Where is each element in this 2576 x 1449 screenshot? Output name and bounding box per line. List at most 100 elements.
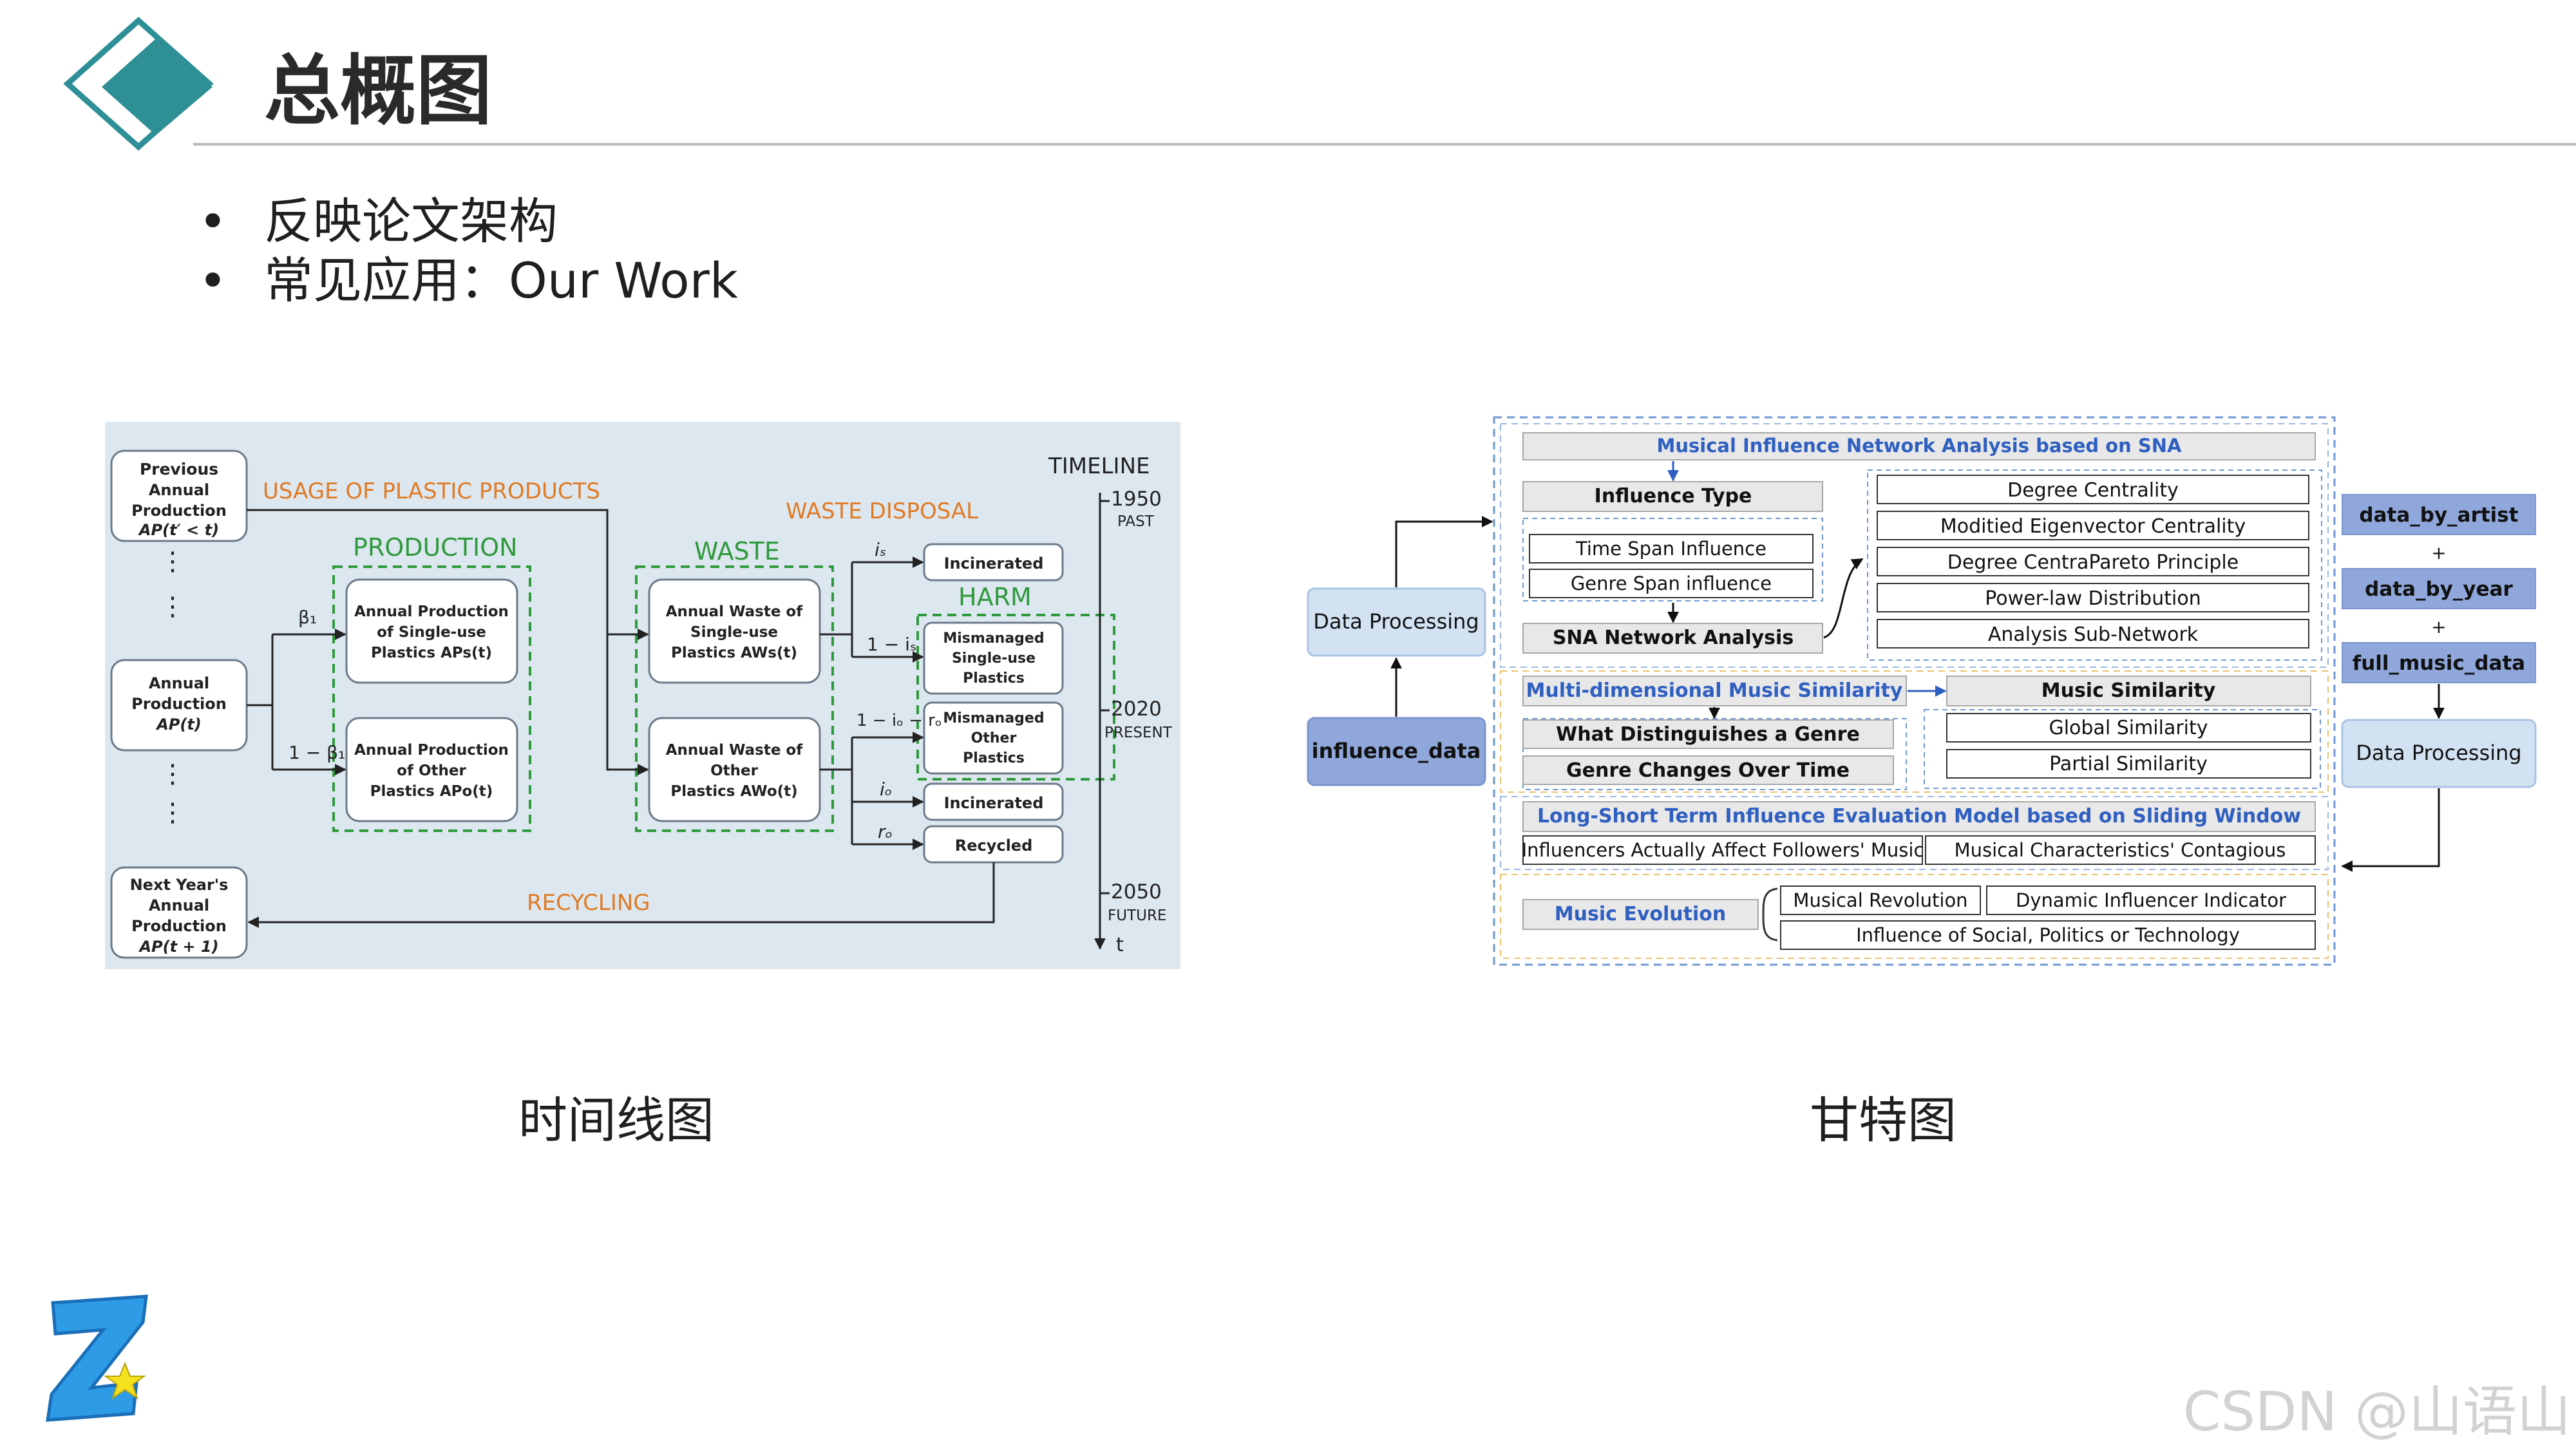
evolution-section-frame	[1500, 874, 2329, 959]
edge-label: β₁	[298, 607, 317, 628]
box-line: Annual Production	[354, 603, 509, 620]
edge-label: iₒ	[880, 779, 892, 800]
mismanaged-other-box: Mismanaged Other Plastics	[923, 701, 1064, 775]
box-line: Plastics APs(t)	[371, 645, 492, 661]
box-line: Production	[131, 917, 227, 935]
right-data-processing-box	[2341, 719, 2537, 788]
similarity-section-frame	[1500, 670, 2329, 793]
box-line: Plastics APo(t)	[370, 783, 493, 800]
similarity-header-box	[1522, 676, 1907, 706]
right-data-processing-label: Data Processing	[2356, 741, 2521, 765]
influence-type-box	[1522, 481, 1823, 512]
global-similarity-box	[1946, 713, 2311, 743]
sna-analysis-box	[1522, 623, 1823, 654]
box-line: Plastics AWo(t)	[670, 783, 797, 800]
edge-label: 1 − β₁	[289, 742, 345, 763]
time-span-box	[1529, 534, 1814, 564]
box-line: Next Year's	[130, 876, 229, 894]
centrality-item: Analysis Sub-Network	[1988, 623, 2199, 646]
contagious-box	[1925, 835, 2316, 865]
plus-sign: +	[2431, 616, 2446, 638]
dynamic-indicator-label: Dynamic Influencer Indicator	[2016, 889, 2286, 911]
box-line: Annual	[149, 896, 209, 914]
time-mark-year: 2020	[1111, 697, 1162, 721]
centrality-item: Degree CentraPareto Principle	[1947, 551, 2239, 574]
influence-subgroup-frame	[1522, 518, 1823, 601]
edge-label: 1 − iₛ	[867, 634, 916, 655]
sna-analysis-label: SNA Network Analysis	[1553, 627, 1794, 649]
other-production-box: Annual Production of Other Plastics APo(…	[345, 717, 518, 822]
timeline-caption: 时间线图	[518, 1092, 714, 1149]
vertical-ellipsis: ⋮	[160, 798, 185, 828]
box-line: Plastics AWs(t)	[671, 645, 797, 661]
box-line: Annual Waste of	[666, 603, 803, 620]
timeline-background	[105, 422, 1180, 969]
edge-label: rₒ	[878, 821, 893, 842]
harm-section-title: HARM	[958, 583, 1032, 611]
box-line: Production	[131, 695, 227, 713]
box-line: Plastics	[963, 670, 1025, 687]
box-line: Other	[710, 762, 759, 779]
gantt-figure: Musical Influence Network Analysis based…	[1307, 416, 2537, 966]
plus-sign: +	[2431, 542, 2446, 564]
influence-type-label: Influence Type	[1595, 485, 1752, 507]
box-line: Annual	[149, 674, 209, 692]
time-mark-label: PAST	[1117, 513, 1155, 530]
box-formula: AP(t′ < t)	[138, 521, 219, 539]
box-formula: AP(t)	[155, 715, 202, 734]
left-data-processing-label: Data Processing	[1313, 609, 1479, 634]
timeline-figure: Previous Annual Production AP(t′ < t) ⋮ …	[105, 422, 1180, 969]
gantt-outer-frame	[1493, 416, 2336, 966]
time-mark-label: PRESENT	[1104, 724, 1173, 741]
data-by-year-box	[2342, 568, 2536, 609]
csdn-watermark: CSDN @山语山	[2183, 1380, 2571, 1443]
flow-arrow	[2341, 788, 2440, 872]
incinerated-box: Incinerated	[923, 543, 1064, 582]
time-mark-year: 2050	[1111, 880, 1162, 904]
bullet-item: 反映论文架构	[193, 192, 738, 251]
box-line: Plastics	[963, 750, 1025, 766]
distinguish-box	[1522, 719, 1894, 749]
music-similarity-label: Music Similarity	[2041, 679, 2216, 702]
sna-header-bar	[1522, 432, 2316, 460]
time-span-label: Time Span Influence	[1575, 538, 1766, 560]
social-influence-box	[1780, 920, 2316, 950]
box-line: of Other	[397, 762, 466, 779]
slide-logo-icon	[63, 16, 214, 151]
lst-section-frame	[1500, 796, 2329, 870]
social-influence-label: Influence of Social, Politics or Technol…	[1856, 924, 2240, 946]
full-music-data-box	[2342, 642, 2536, 683]
usage-section-title: USAGE OF PLASTIC PRODUCTS	[263, 478, 600, 504]
title-divider	[193, 143, 2576, 146]
sna-header: Musical Influence Network Analysis based…	[1657, 435, 2183, 457]
influencers-box	[1522, 835, 1923, 865]
box-formula: AP(t + 1)	[138, 938, 218, 956]
timeline-heading: TIMELINE	[1048, 453, 1150, 479]
box-label: Incinerated	[944, 794, 1044, 812]
vertical-ellipsis: ⋮	[160, 547, 185, 576]
time-mark-year: 1950	[1111, 488, 1162, 511]
waste-section-title: WASTE	[694, 537, 780, 565]
production-section-title: PRODUCTION	[353, 533, 518, 562]
next-year-production-box: Next Year's Annual Production AP(t + 1)	[110, 866, 248, 959]
box-line: Annual Waste of	[666, 742, 803, 759]
single-use-waste-box: Annual Waste of Single-use Plastics AWs(…	[648, 578, 821, 684]
box-line: Annual	[149, 481, 209, 499]
waste-disposal-title: WASTE DISPOSAL	[786, 498, 978, 524]
box-label: Recycled	[955, 837, 1033, 855]
box-line: Single-use	[952, 650, 1036, 667]
box-label: Incinerated	[944, 554, 1044, 573]
partial-similarity-label: Partial Similarity	[2049, 753, 2208, 775]
production-group-frame	[332, 565, 531, 832]
box-line: Mismanaged	[943, 710, 1044, 726]
music-evolution-label: Music Evolution	[1555, 903, 1726, 925]
data-source-label: data_by_artist	[2359, 504, 2518, 527]
dynamic-indicator-box	[1986, 886, 2316, 915]
genre-changes-label: Genre Changes Over Time	[1566, 759, 1850, 782]
previous-production-box: Previous Annual Production AP(t′ < t)	[110, 450, 248, 542]
flow-arrow	[1395, 516, 1493, 587]
revolution-label: Musical Revolution	[1793, 889, 1967, 911]
data-by-artist-box	[2342, 494, 2536, 535]
box-line: Other	[971, 730, 1017, 746]
influencers-label: Influencers Actually Affect Followers' M…	[1522, 839, 1924, 861]
